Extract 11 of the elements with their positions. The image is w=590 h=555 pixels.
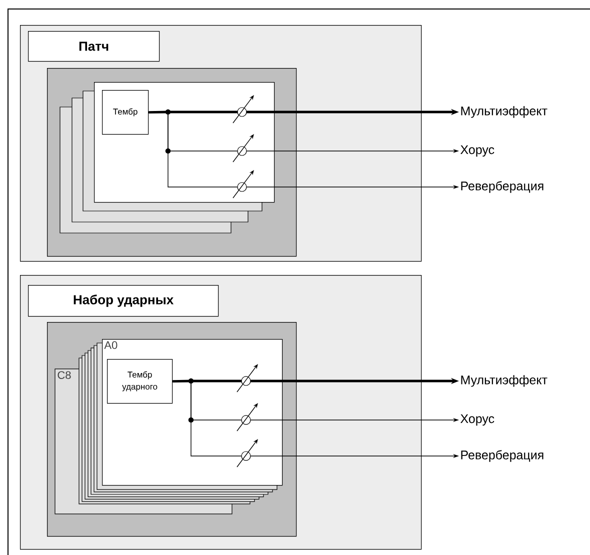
output-label: Реверберация — [461, 181, 544, 193]
panel-heading: Набор ударных — [28, 285, 219, 317]
voice-box: Тембр — [102, 90, 149, 135]
output-label: Хорус — [460, 145, 494, 157]
panel-heading: Патч — [28, 31, 160, 62]
voice-box: Тембр ударного — [107, 358, 173, 404]
sheet-label: C8 — [58, 371, 71, 379]
output-label: Мультиэффект — [461, 106, 548, 118]
output-label: Мультиэффект — [461, 375, 548, 387]
output-label: Хорус — [460, 414, 494, 426]
output-label: Реверберация — [461, 450, 544, 462]
